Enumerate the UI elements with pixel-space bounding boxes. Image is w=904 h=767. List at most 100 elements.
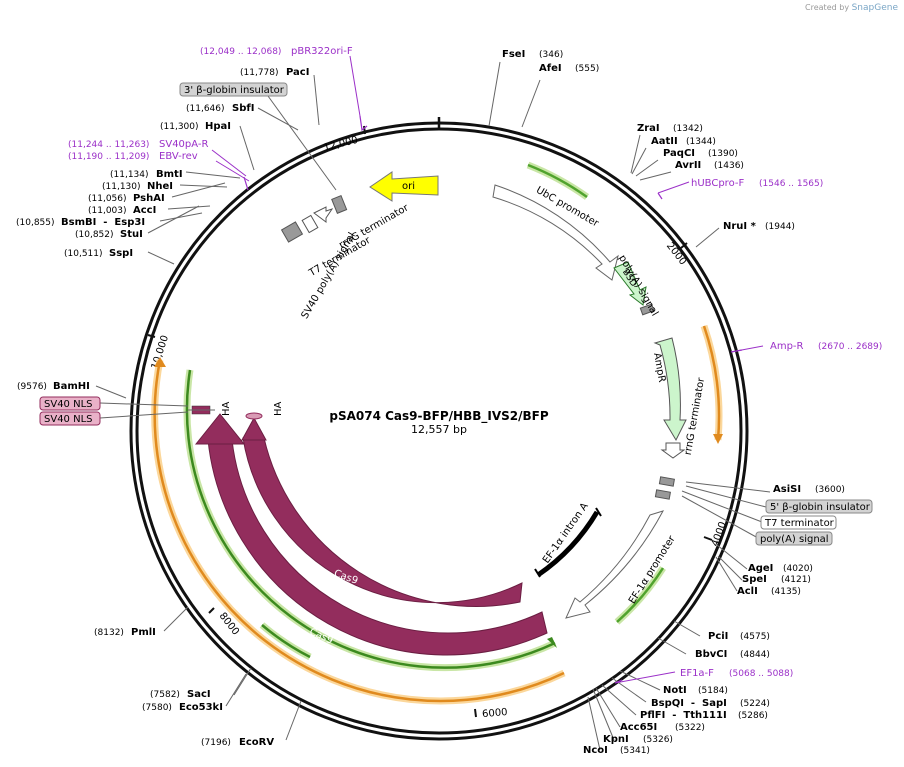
svg-text:AsiSI: AsiSI [773,484,801,495]
svg-text:AgeI: AgeI [748,563,773,574]
svg-text:BamHI: BamHI [53,381,90,392]
svg-text:(4135): (4135) [771,587,801,597]
site-labels-left: EcoRV (7196) SacI (7582) Eco53kI (7580) Pml… [16,67,309,748]
svg-text:(11,134): (11,134) [110,170,149,180]
svg-text:(11,244 .. 11,263): (11,244 .. 11,263) [68,140,149,150]
tick-6000: 6000 [482,707,508,720]
ampr-label: AmpR [651,352,667,383]
svg-text:(5286): (5286) [738,711,768,721]
rrng-left-label: rrnG terminator [337,202,411,251]
credit-brand: SnapGene [851,3,898,13]
plasmid-name: pSA074 Cas9-BFP/HBB_IVS2/BFP [329,409,548,424]
svg-text:(555): (555) [575,64,599,74]
svg-text:poly(A) signal: poly(A) signal [760,534,829,545]
credit-prefix: Created by [805,3,850,12]
site-labels-right: FseI (346) AfeI (555) ZraI (1342) AatII (134… [502,49,845,756]
svg-text:AccI: AccI [133,205,156,216]
svg-text:BspQI - SapI: BspQI - SapI [651,698,727,709]
svg-text:(11,300): (11,300) [160,122,199,132]
svg-text:(12,049 .. 12,068): (12,049 .. 12,068) [200,47,281,57]
svg-text:NcoI: NcoI [583,745,608,756]
svg-text:EcoRV: EcoRV [239,737,274,748]
svg-text:AfeI: AfeI [539,63,562,74]
svg-text:SbfI: SbfI [232,103,254,114]
ubc-promoter-arrow [492,184,619,281]
svg-text:(11,003): (11,003) [88,206,127,216]
cas9-arrow-inner [242,437,523,607]
leader-lines [95,61,771,751]
svg-text:EF1a-F: EF1a-F [680,668,714,679]
cas9-arrow-outer [207,439,548,656]
svg-text:(10,855): (10,855) [16,218,55,228]
svg-text:(1344): (1344) [686,137,716,147]
boxed-labels: 3' β-globin insulator 5' β-globin insula… [39,82,873,546]
svg-text:PacI: PacI [286,67,309,78]
primer-labels: pBR322ori-F(12,049 .. 12,068) SV40pA-R(1… [68,46,882,679]
svg-text:NheI: NheI [147,181,173,192]
arc-green-small [261,624,311,659]
svg-text:BsmBI - Esp3I: BsmBI - Esp3I [61,217,145,228]
svg-text:(7196): (7196) [201,738,231,748]
arc-orange-outer [153,359,565,703]
svg-text:Eco53kI: Eco53kI [179,702,223,713]
svg-text:ZraI: ZraI [637,123,660,134]
cas9-label-outer: Cas9 [307,626,334,646]
svg-text:PaqCI: PaqCI [663,148,695,159]
svg-text:EBV-rev: EBV-rev [159,151,198,162]
svg-text:(10,852): (10,852) [75,230,114,240]
svg-text:(1342): (1342) [673,124,703,134]
svg-text:(346): (346) [539,50,563,60]
svg-text:(7580): (7580) [142,703,172,713]
svg-text:(11,130): (11,130) [102,182,141,192]
ef1a-promoter-arrow [565,510,665,619]
primer-leader-lines [211,55,764,684]
svg-text:(2670 .. 2689): (2670 .. 2689) [818,342,882,352]
ori-label: ori [402,181,415,192]
svg-text:(4020): (4020) [783,564,813,574]
svg-text:StuI: StuI [120,229,143,240]
svg-text:(11,646): (11,646) [186,104,225,114]
svg-text:(5224): (5224) [740,699,770,709]
rrng-right-label: rrnG terminator [683,376,708,456]
svg-text:(11,778): (11,778) [240,68,279,78]
ha-label-2: HA [273,401,284,416]
ha-label-1: HA [221,401,232,416]
svg-text:BbvCI: BbvCI [695,649,727,660]
svg-text:KpnI: KpnI [603,734,629,745]
cas9-arrow-outer-head [194,413,246,445]
svg-text:pBR322ori-F: pBR322ori-F [291,46,353,57]
svg-text:(8132): (8132) [94,628,124,638]
svg-text:SspI: SspI [109,248,133,259]
svg-text:PshAI: PshAI [133,193,165,204]
svg-text:Acc65I: Acc65I [620,722,657,733]
svg-text:SpeI: SpeI [742,574,767,585]
svg-text:PflFI - Tth111I: PflFI - Tth111I [640,710,727,721]
svg-text:SacI: SacI [187,689,211,700]
ampr-arrow [653,337,687,442]
svg-text:(10,511): (10,511) [64,249,103,259]
svg-text:(5068 .. 5088): (5068 .. 5088) [729,669,793,679]
svg-text:(4844): (4844) [740,650,770,660]
svg-text:(1390): (1390) [708,149,738,159]
svg-text:(5322): (5322) [675,723,705,733]
svg-text:(1944): (1944) [765,222,795,232]
site-name: FseI [502,49,525,60]
ori-arrow [369,171,439,202]
arc-ampr [702,325,721,441]
svg-text:(1436): (1436) [714,161,744,171]
svg-text:(5341): (5341) [620,746,650,756]
svg-text:(11,190 .. 11,209): (11,190 .. 11,209) [68,152,149,162]
svg-text:SV40 NLS: SV40 NLS [44,414,93,425]
svg-text:hUBCpro-F: hUBCpro-F [691,178,744,189]
svg-text:5' β-globin insulator: 5' β-globin insulator [770,502,871,513]
svg-text:AatII: AatII [651,136,678,147]
svg-text:(7582): (7582) [150,690,180,700]
svg-text:PmlI: PmlI [131,627,156,638]
svg-text:NruI *: NruI * [723,221,757,232]
svg-text:AvrII: AvrII [675,160,701,171]
plasmid-length: 12,557 bp [411,423,467,436]
svg-text:T7 terminator: T7 terminator [764,518,835,529]
ef1a-intron-arc [536,510,600,578]
svg-text:SV40 NLS: SV40 NLS [44,399,93,410]
